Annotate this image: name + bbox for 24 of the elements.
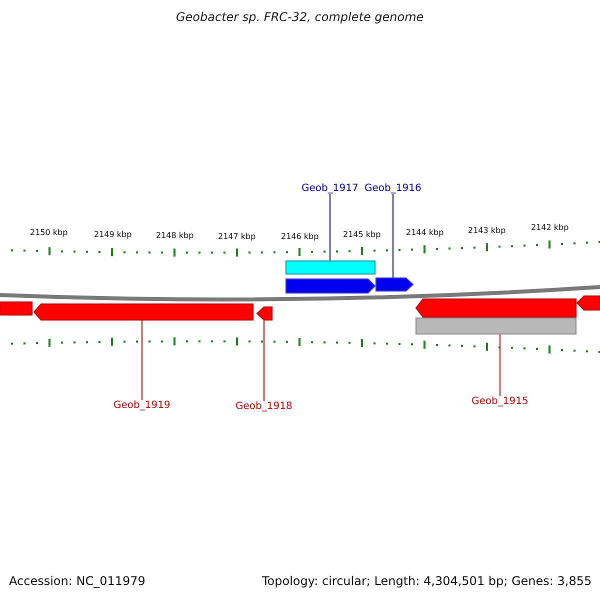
gene-feature (577, 296, 600, 310)
diagram-title: Geobacter sp. FRC-32, complete genome (176, 10, 424, 24)
scale-label: 2149 kbp (94, 230, 132, 239)
genome-summary: Topology: circular; Length: 4,304,501 bp; Genes: 3,855 (262, 574, 592, 588)
gene-feature (257, 307, 272, 320)
scale-label: 2142 kbp (531, 223, 569, 232)
scale-label: 2150 kbp (30, 228, 68, 237)
scale-label: 2146 kbp (281, 232, 319, 241)
scale-label: 2144 kbp (406, 228, 444, 237)
gene-bar (416, 318, 576, 334)
leader-line (392, 194, 394, 278)
gene-label: Geob_1915 (472, 396, 528, 407)
gene-label: Geob_1916 (364, 183, 422, 194)
gene-label: Geob_1917 (302, 183, 358, 194)
scale-label: 2143 kbp (468, 226, 506, 235)
gene-label: Geob_1918 (236, 401, 292, 412)
scale-label: 2147 kbp (218, 232, 256, 241)
gene-bar (286, 261, 375, 274)
gene-bar (0, 302, 32, 315)
scale-label: 2145 kbp (343, 230, 381, 239)
gene-label: Geob_1919 (114, 400, 170, 411)
scale-label: 2148 kbp (156, 231, 194, 240)
accession-note: Accession: NC_011979 (9, 574, 146, 588)
gene-feature (376, 278, 413, 291)
